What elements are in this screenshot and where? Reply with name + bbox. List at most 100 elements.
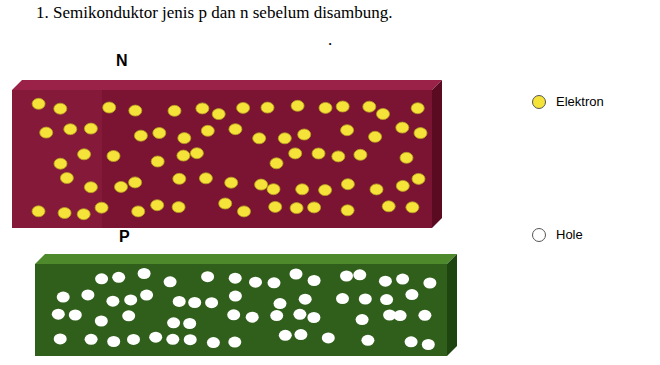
legend-entry: Elektron (532, 94, 604, 109)
carrier-dot (196, 103, 209, 114)
carrier-dot (341, 205, 354, 216)
carrier-dot (32, 98, 45, 109)
carrier-dot (340, 271, 353, 282)
carrier-dot (60, 173, 73, 184)
carrier-dot (52, 309, 65, 320)
p-slab-side (447, 254, 457, 356)
carrier-dot (274, 298, 287, 309)
carrier-dot (293, 309, 306, 320)
carrier-dot (382, 201, 395, 212)
carrier-dot (396, 274, 409, 285)
carrier-dot (229, 273, 242, 284)
carrier-dot (212, 109, 225, 120)
carrier-dot (336, 101, 349, 112)
carrier-dot (173, 296, 186, 307)
carrier-dot (151, 200, 164, 211)
carrier-dot (103, 102, 116, 113)
carrier-dot (201, 125, 214, 136)
carrier-dot (115, 181, 128, 192)
carrier-dot (290, 269, 303, 280)
carrier-dot (106, 296, 119, 307)
carrier-dot (64, 124, 77, 135)
carrier-dot (78, 149, 91, 160)
carrier-dot (308, 202, 321, 213)
carrier-dot (172, 202, 185, 213)
carrier-dot (354, 149, 367, 160)
carrier-dot (356, 314, 369, 325)
carrier-dot (414, 128, 427, 139)
carrier-dot (394, 310, 407, 321)
carrier-dot (418, 310, 431, 321)
carrier-dot (107, 336, 120, 347)
semiconductor-slab: P (35, 228, 459, 358)
carrier-dot (132, 206, 145, 217)
carrier-dot (138, 268, 151, 279)
carrier-dot (127, 334, 140, 345)
carrier-dot (164, 276, 177, 287)
carrier-dot (229, 124, 242, 135)
carrier-dot (227, 309, 240, 320)
legend-swatch (532, 228, 546, 242)
hole-dots (52, 268, 437, 350)
carrier-dot (122, 310, 135, 321)
carrier-dot (405, 336, 418, 347)
carrier-dot (95, 202, 108, 213)
carrier-dot (173, 173, 186, 184)
carrier-dot (298, 129, 311, 140)
carrier-dot (140, 290, 153, 301)
carrier-dot (363, 101, 376, 112)
carrier-dot (396, 180, 409, 191)
carrier-dot (308, 275, 321, 286)
carrier-dot (422, 339, 435, 350)
legend-swatch (532, 95, 546, 109)
carrier-dot (69, 310, 82, 321)
carrier-dot (268, 277, 281, 288)
carrier-dot (278, 133, 291, 144)
carrier-dot (134, 130, 147, 141)
carrier-dot (312, 148, 325, 159)
carrier-dot (411, 103, 424, 114)
carrier-dot (396, 122, 409, 133)
carrier-dot (95, 316, 108, 327)
carrier-dot (228, 337, 241, 348)
carrier-dot (332, 151, 345, 162)
carrier-dot (225, 177, 238, 188)
carrier-dot (341, 125, 354, 136)
carrier-dot (253, 133, 266, 144)
carrier-dot (84, 123, 97, 134)
carrier-dot (290, 203, 303, 214)
carrier-dot (423, 278, 436, 289)
carrier-dot (129, 105, 142, 116)
carrier-dot (291, 100, 304, 111)
carrier-dot (237, 102, 250, 113)
carrier-dot (267, 184, 280, 195)
carrier-dot (58, 208, 71, 219)
carrier-dot (219, 198, 232, 209)
carrier-dot (54, 103, 67, 114)
carrier-dot (369, 131, 382, 142)
carrier-dot (149, 332, 162, 343)
carrier-dot (361, 335, 374, 346)
carrier-dot (77, 209, 90, 220)
carrier-dot (319, 185, 332, 196)
carrier-dot (57, 292, 70, 303)
carrier-dot (289, 148, 302, 159)
carrier-dot (246, 312, 259, 323)
carrier-dot (294, 329, 307, 340)
carrier-dot (255, 179, 268, 190)
carrier-dot (299, 294, 312, 305)
carrier-dot (107, 151, 120, 162)
carrier-dot (205, 297, 218, 308)
carrier-dot (261, 102, 274, 113)
carrier-dot (238, 206, 251, 217)
carrier-dot (54, 158, 67, 169)
carrier-dot (405, 289, 418, 300)
n-slab-top (12, 80, 442, 90)
carrier-dot (201, 271, 214, 282)
carrier-dot (124, 294, 137, 305)
carrier-dot (32, 206, 45, 217)
carrier-dot (177, 150, 190, 161)
carrier-dot (184, 334, 197, 345)
carrier-dot (270, 310, 283, 321)
